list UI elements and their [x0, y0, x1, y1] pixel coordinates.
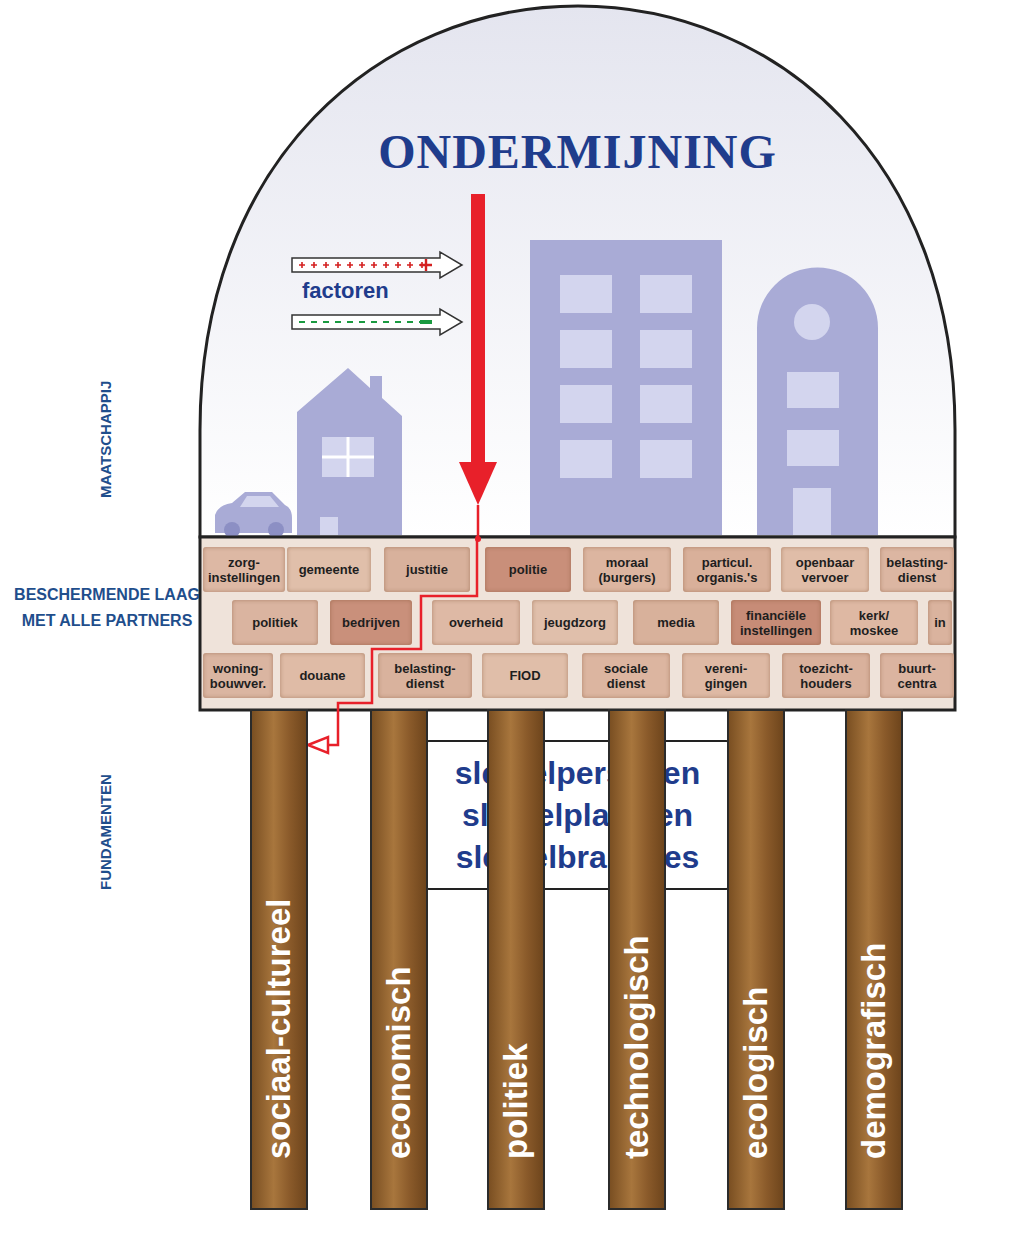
pillar-label: economisch [379, 966, 419, 1159]
partner-brick: buurt-centra [880, 653, 954, 698]
partner-brick: media [633, 600, 719, 645]
partner-brick: moraal (burgers) [583, 547, 671, 592]
factor-arrows [292, 252, 462, 335]
partner-name: financiële instellingen [734, 608, 818, 638]
partner-brick: jeugdzorg [532, 600, 618, 645]
society-dome: ONDERMIJNING factoren [200, 6, 955, 537]
partner-brick: gemeente [287, 547, 371, 592]
partner-brick: woning-bouwver. [203, 653, 273, 698]
side-label: BESCHERMENDE LAAG MET ALLE PARTNERS [14, 582, 200, 634]
partner-name: overheid [449, 615, 503, 630]
partner-name: in [934, 615, 946, 630]
arrow-shaft [471, 194, 485, 468]
partner-brick: overheid [432, 600, 520, 645]
foundation-pillar: demografisch [845, 709, 903, 1210]
partner-name: media [657, 615, 695, 630]
partner-brick: particul. organis.'s [683, 547, 771, 592]
foundation-pillar: technologisch [608, 709, 666, 1210]
partner-name: justitie [406, 562, 448, 577]
arrow-dot [475, 536, 481, 542]
dome-outline [200, 6, 955, 537]
partner-brick: politiek [232, 600, 318, 645]
partner-brick: sociale dienst [582, 653, 670, 698]
partner-brick: FIOD [482, 653, 568, 698]
window-bars [322, 437, 374, 477]
key-box: sleutelpersonen sleutelplaatsen sleutelb… [405, 740, 750, 890]
partner-name: moraal (burgers) [586, 555, 668, 585]
partner-name: particul. organis.'s [686, 555, 768, 585]
partner-brick: kerk/ moskee [830, 600, 918, 645]
partner-brick: financiële instellingen [731, 600, 821, 645]
partner-name: sociale dienst [585, 661, 667, 691]
arrow-head [459, 462, 497, 505]
partner-name: toezicht-houders [785, 661, 867, 691]
foundation-pillar: ecologisch [727, 709, 785, 1210]
protective-wall [200, 537, 955, 710]
pillar-label: sociaal-cultureel [259, 899, 299, 1159]
pillar-label: demografisch [854, 943, 894, 1159]
partner-brick: belasting-dienst [880, 547, 954, 592]
partner-name: politiek [252, 615, 298, 630]
partner-name: kerk/ moskee [833, 608, 915, 638]
partner-name: jeugdzorg [544, 615, 606, 630]
partner-name: woning-bouwver. [206, 661, 270, 691]
partner-brick: vereni-gingen [682, 653, 770, 698]
partner-brick: bedrijven [330, 600, 412, 645]
partner-name: belasting-dienst [381, 661, 469, 691]
windows [224, 275, 839, 538]
title: ONDERMIJNING [200, 124, 955, 180]
partner-brick: zorg-instellingen [203, 547, 285, 592]
partner-brick: in [928, 600, 952, 645]
foundation-pillar: economisch [370, 709, 428, 1210]
partner-name: politie [509, 562, 547, 577]
buildings [215, 240, 878, 535]
partner-name: belasting-dienst [883, 555, 951, 585]
partner-name: zorg-instellingen [206, 555, 282, 585]
partner-brick: douane [280, 653, 365, 698]
partner-name: vereni-gingen [685, 661, 767, 691]
partner-name: openbaar vervoer [784, 555, 866, 585]
pillar-label: politiek [496, 1043, 536, 1159]
partner-name: gemeente [299, 562, 360, 577]
partner-brick: belasting-dienst [378, 653, 472, 698]
partner-brick: openbaar vervoer [781, 547, 869, 592]
partner-brick: toezicht-houders [782, 653, 870, 698]
key-text: sleutelpersonen sleutelplaatsen sleutelb… [421, 752, 734, 878]
side-label: FUNDAMENTEN [96, 774, 116, 890]
partner-name: douane [299, 668, 345, 683]
foundation-pillar: sociaal-cultureel [250, 709, 308, 1210]
partner-name: buurt-centra [883, 661, 951, 691]
partner-name: bedrijven [342, 615, 400, 630]
factor-label: factoren [302, 278, 389, 304]
pillar-label: technologisch [617, 935, 657, 1159]
partner-name: FIOD [509, 668, 540, 683]
partner-brick: politie [485, 547, 571, 592]
foundation-pillar: politiek [487, 709, 545, 1210]
arrow-tip [308, 737, 328, 753]
side-label: MAATSCHAPPIJ [96, 381, 116, 498]
pillar-label: ecologisch [736, 987, 776, 1159]
partner-brick: justitie [384, 547, 470, 592]
